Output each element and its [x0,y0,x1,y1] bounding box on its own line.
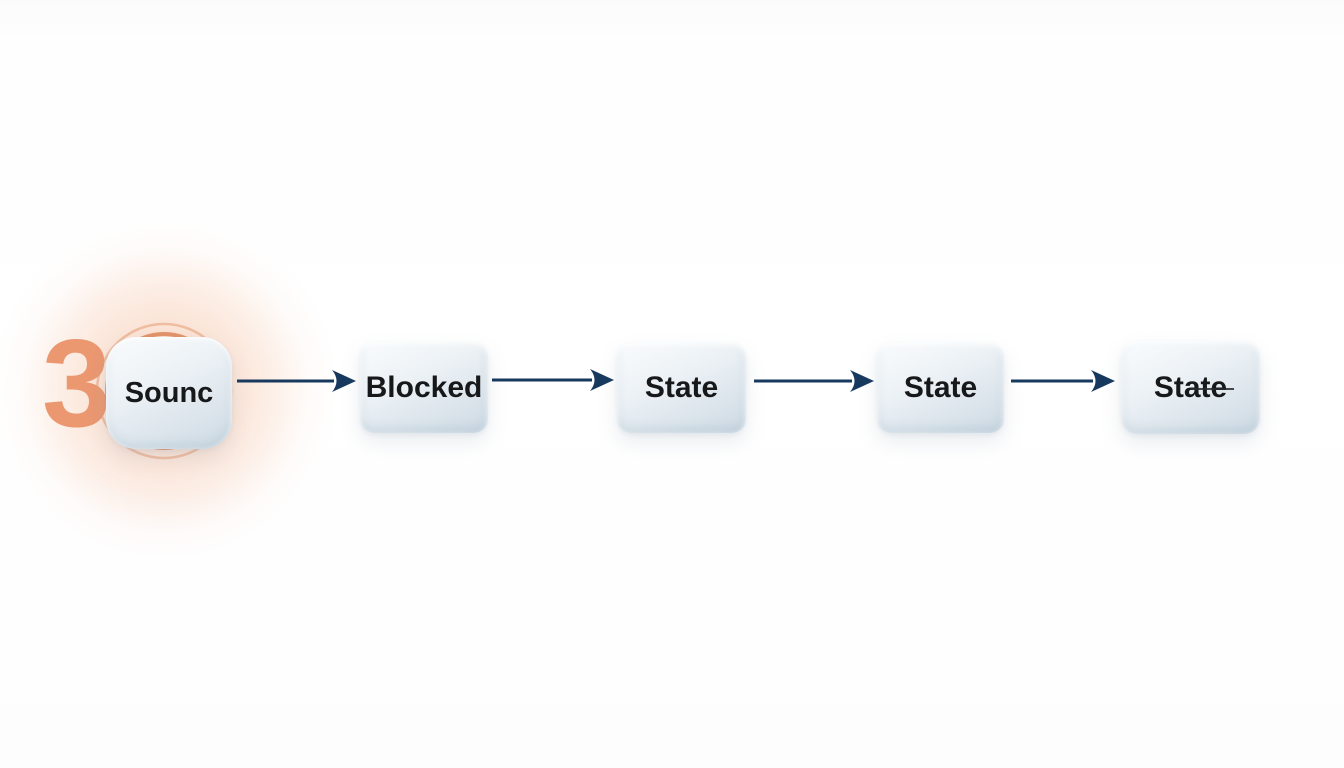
node-label: Sounc [124,376,214,409]
node-label: Blocked [365,370,483,404]
node-label: State [644,371,719,404]
node-blocked[interactable]: Blocked [360,342,488,433]
node-label: State [1154,371,1227,405]
arrow-icon [754,370,874,392]
node-label: State [903,371,978,404]
arrow-icon [1011,370,1115,392]
arrow-icon [237,370,356,392]
node-state-1[interactable]: State [617,343,746,433]
arrow-icon [492,369,614,391]
node-label-struck: te [1200,370,1228,404]
node-state-3[interactable]: State [1121,341,1260,434]
node-label-main: Sta [1153,370,1201,404]
step-number: 3 [42,315,111,453]
node-state-2[interactable]: State [877,343,1004,433]
node-sounc[interactable]: Sounc [106,337,232,449]
